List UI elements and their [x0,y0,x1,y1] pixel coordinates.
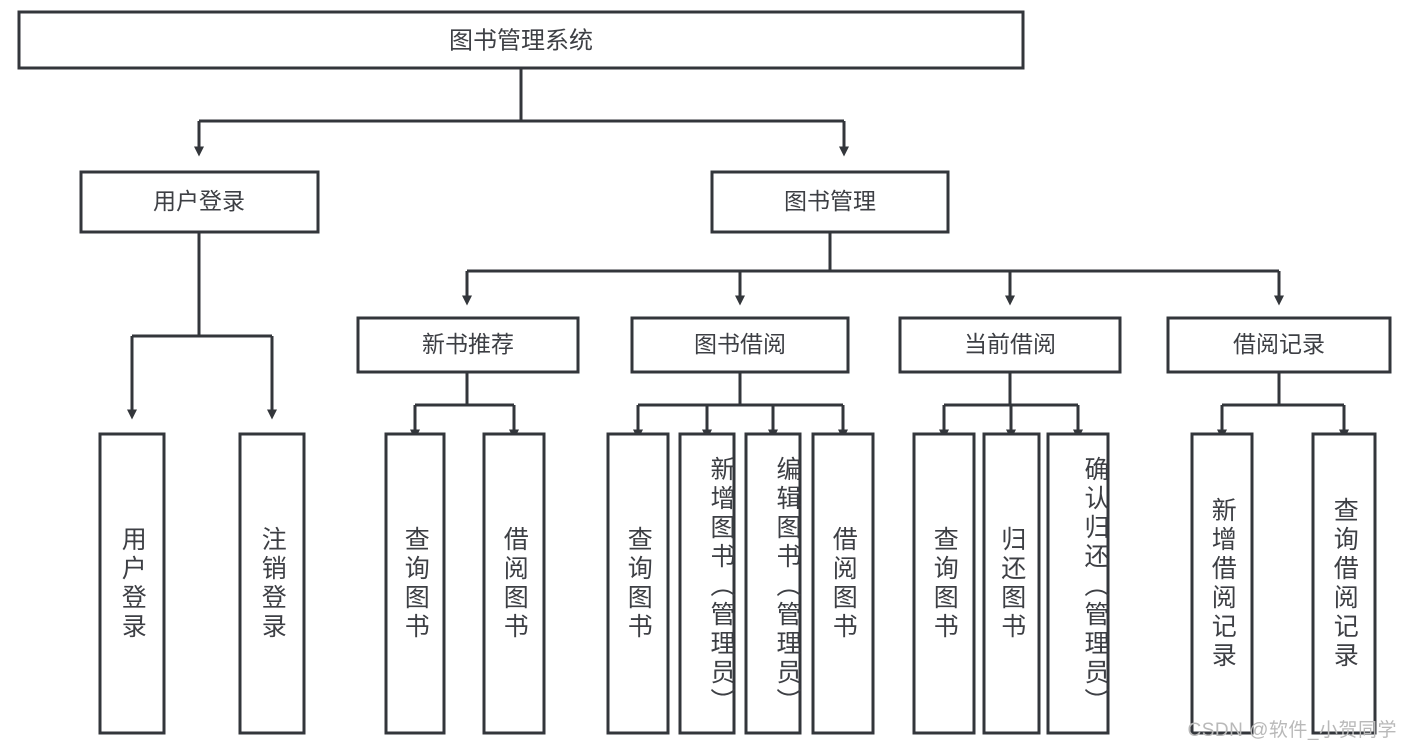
node-borrow-record[interactable]: 借阅记录 [1166,316,1392,374]
leaf-box-query-borrow-record[interactable] [1311,432,1377,735]
leaf-box-logout[interactable] [238,432,306,735]
node-new-book-recommend-label: 新书推荐 [422,331,514,357]
leaf-box-borrow-book-1[interactable] [482,432,546,735]
node-new-book-recommend[interactable]: 新书推荐 [356,316,580,374]
connector-userlogin-to-leaves [127,232,277,420]
connector-root-to-level1 [194,68,849,157]
leaf-box-add-book[interactable] [678,432,736,735]
node-book-borrow-label: 图书借阅 [694,331,786,357]
node-book-borrow[interactable]: 图书借阅 [630,316,850,374]
connector-borrowrecord-to-leaves [1217,372,1349,440]
node-current-borrow-label: 当前借阅 [964,331,1056,357]
leaf-box-query-book-2[interactable] [606,432,670,735]
node-user-login[interactable]: 用户登录 [79,170,320,234]
connector-currentborrow-to-leaves [939,372,1083,440]
connector-bookborrow-to-leaves [633,372,848,440]
node-current-borrow[interactable]: 当前借阅 [898,316,1122,374]
node-user-login-label: 用户登录 [153,188,245,214]
leaf-box-user-login[interactable] [98,432,166,735]
connector-bookmgmt-to-level2 [462,232,1284,306]
csdn-watermark: CSDN @软件_小贺同学 [1187,720,1397,741]
leaf-box-edit-book[interactable] [744,432,802,735]
leaf-box-query-book-1[interactable] [384,432,446,735]
leaf-box-return-book[interactable] [982,432,1041,735]
node-book-management[interactable]: 图书管理 [710,170,950,234]
leaf-box-confirm-return[interactable] [1046,432,1110,735]
node-root-label: 图书管理系统 [449,27,593,54]
leaf-box-add-borrow-record[interactable] [1190,432,1254,735]
connector-newbook-to-leaves [410,372,519,440]
leaf-box-query-book-3[interactable] [912,432,976,735]
node-root[interactable]: 图书管理系统 [17,10,1025,70]
node-book-management-label: 图书管理 [784,188,876,214]
leaf-box-borrow-book-2[interactable] [811,432,875,735]
node-borrow-record-label: 借阅记录 [1233,331,1325,357]
